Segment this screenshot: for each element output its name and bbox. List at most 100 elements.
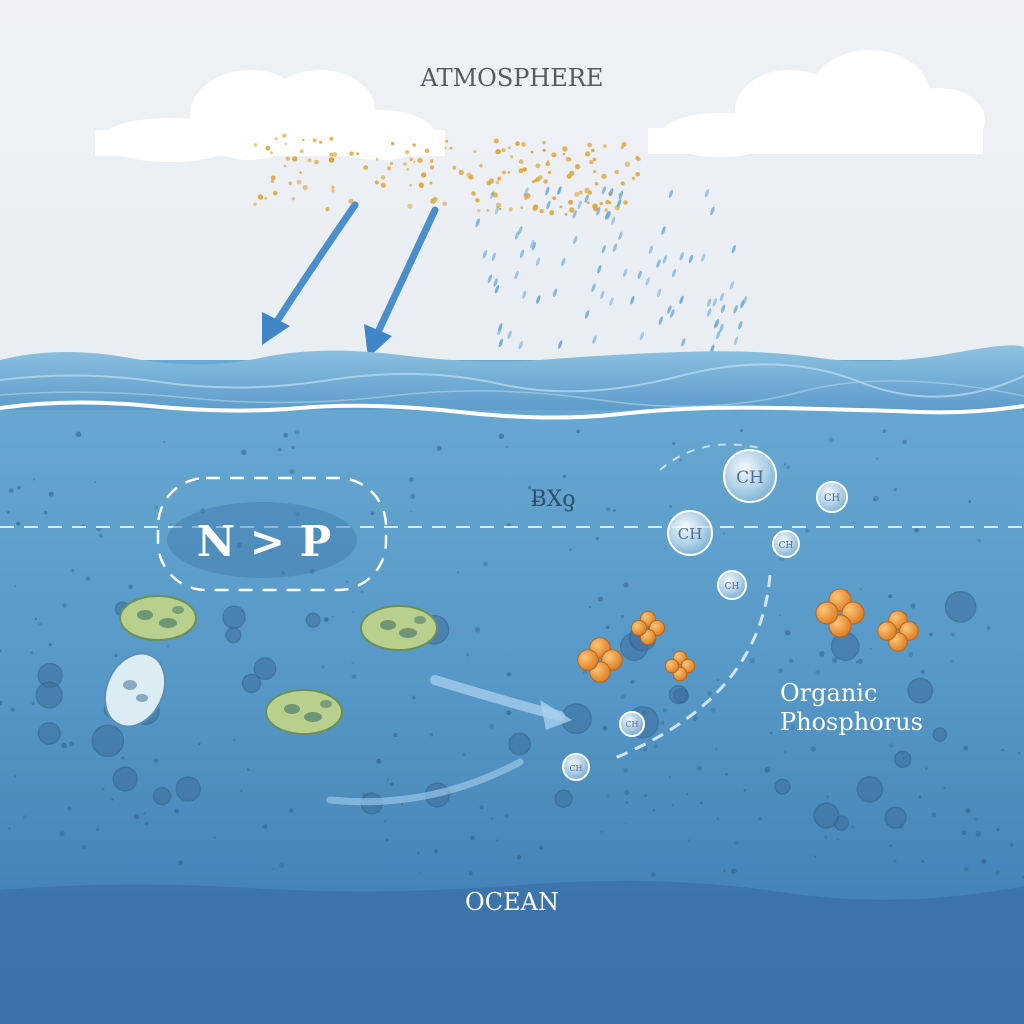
rain-drop bbox=[656, 288, 662, 298]
phosphorus-atom bbox=[630, 619, 648, 637]
water-speck bbox=[162, 440, 166, 444]
water-speck bbox=[370, 511, 375, 515]
water-speck bbox=[283, 432, 289, 438]
svg-text:CH: CH bbox=[736, 468, 764, 488]
particulate-blob bbox=[944, 590, 977, 623]
dust-particle bbox=[589, 159, 594, 165]
water-speck bbox=[686, 793, 689, 795]
water-speck bbox=[456, 571, 460, 574]
rain-drop bbox=[524, 187, 529, 196]
ch-bubble-4: CH bbox=[772, 530, 800, 558]
water-speck bbox=[671, 649, 674, 652]
ch-bubble-7: CH bbox=[562, 753, 590, 781]
dust-particle bbox=[475, 198, 480, 203]
water-speck bbox=[963, 745, 968, 751]
rain-drops bbox=[475, 186, 748, 354]
plankton-cell-2 bbox=[360, 605, 438, 651]
rain-drop bbox=[707, 298, 712, 307]
dust-particle bbox=[325, 207, 330, 212]
dust-particle bbox=[265, 145, 271, 151]
water-speck bbox=[995, 870, 1001, 875]
rain-drop bbox=[611, 216, 616, 225]
dust-particle bbox=[547, 170, 552, 174]
water-speck bbox=[429, 732, 434, 737]
water-speck bbox=[34, 617, 38, 621]
cycle-dashed-arc bbox=[659, 443, 761, 471]
water-speck bbox=[606, 625, 610, 630]
dust-particle bbox=[387, 166, 391, 171]
rain-drop bbox=[494, 285, 500, 294]
dust-particle bbox=[524, 196, 528, 200]
dust-particle bbox=[549, 210, 554, 216]
water-speck bbox=[506, 672, 512, 677]
water-speck bbox=[389, 782, 394, 787]
particulate-blob bbox=[112, 766, 138, 792]
water-speck bbox=[178, 860, 183, 865]
dust-particle bbox=[624, 161, 631, 167]
dust-particle bbox=[272, 190, 278, 196]
water-speck bbox=[470, 836, 475, 841]
water-speck bbox=[660, 720, 665, 725]
dust-particle bbox=[507, 171, 511, 174]
dust-particle bbox=[445, 139, 449, 143]
water-speck bbox=[166, 645, 169, 648]
water-speck bbox=[602, 725, 608, 731]
dust-particle bbox=[545, 161, 550, 167]
dust-particle bbox=[603, 144, 607, 148]
dust-particle bbox=[270, 179, 275, 183]
rain-drop bbox=[623, 268, 628, 278]
water-speck bbox=[490, 817, 494, 820]
dust-particle bbox=[552, 196, 557, 201]
dust-particle bbox=[495, 148, 501, 155]
water-particles bbox=[0, 429, 1024, 879]
water-speck bbox=[996, 827, 1000, 832]
water-speck bbox=[740, 429, 743, 433]
dust-particle bbox=[284, 142, 288, 145]
water-speck bbox=[613, 509, 616, 512]
flow-arrowhead-upper bbox=[540, 700, 572, 730]
water-speck bbox=[527, 485, 532, 490]
dust-particle bbox=[374, 180, 379, 185]
rain-drop bbox=[490, 190, 495, 200]
water-speck bbox=[345, 580, 349, 584]
dust-particle bbox=[593, 170, 597, 174]
water-speck bbox=[826, 795, 830, 799]
water-speck bbox=[289, 469, 295, 475]
water-speck bbox=[968, 500, 971, 503]
water-speck bbox=[669, 505, 672, 508]
dust-particle bbox=[405, 150, 410, 155]
water-speck bbox=[820, 718, 826, 725]
rain-drop bbox=[522, 290, 527, 299]
water-speck bbox=[786, 465, 791, 470]
water-speck bbox=[517, 855, 522, 860]
water-speck bbox=[433, 849, 439, 854]
particulate-blob bbox=[241, 673, 262, 694]
water-speck bbox=[643, 794, 648, 798]
rain-drop bbox=[710, 344, 715, 354]
rain-drop bbox=[609, 187, 614, 197]
rain-drop bbox=[670, 309, 675, 318]
rain-drop bbox=[700, 253, 706, 263]
dust-particle bbox=[542, 148, 546, 153]
water-speck bbox=[71, 569, 75, 572]
dust-particle bbox=[532, 206, 538, 212]
rain-drop bbox=[557, 186, 562, 195]
water-speck bbox=[386, 838, 389, 842]
water-speck bbox=[268, 549, 272, 553]
particulate-blob bbox=[508, 732, 531, 756]
organic-phosphorus-label-line2: Phosphorus bbox=[780, 708, 923, 736]
water-speck bbox=[961, 830, 967, 835]
dust-particle bbox=[418, 182, 424, 188]
water-speck bbox=[828, 437, 834, 443]
dust-particle bbox=[442, 201, 447, 207]
water-speck bbox=[620, 694, 626, 699]
water-speck bbox=[715, 748, 718, 750]
water-speck bbox=[482, 561, 488, 567]
dust-particle bbox=[515, 141, 520, 146]
rain-drop bbox=[667, 305, 672, 314]
rain-drop bbox=[630, 295, 635, 305]
dust-particle bbox=[495, 180, 500, 185]
water-speck bbox=[111, 798, 114, 801]
water-speck bbox=[857, 658, 863, 664]
water-speck bbox=[965, 808, 971, 814]
